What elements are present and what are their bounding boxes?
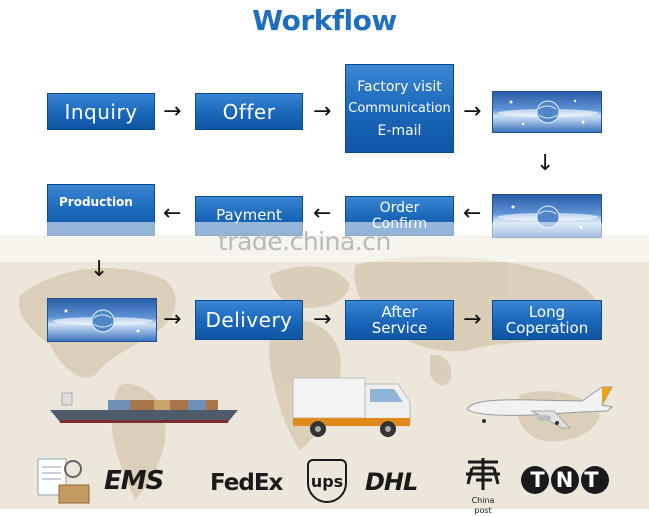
step-order-line-1: Order (379, 200, 420, 216)
step-factory-line-3: E-mail (377, 122, 422, 139)
ems-logo: EMS (104, 466, 164, 496)
documents-package-icon (37, 458, 90, 504)
airplane-icon (466, 386, 614, 429)
page-title: Workflow (252, 4, 397, 37)
dhl-logo: DHL (365, 468, 418, 496)
cargo-ship-icon (50, 392, 238, 423)
step-offer-label: Offer (222, 99, 276, 124)
step-delivery-label: Delivery (205, 308, 293, 332)
step-after-service-line-1: After (381, 303, 418, 321)
arrow-down-icon: ↓ (536, 151, 555, 176)
arrow-down-icon: ↓ (90, 257, 109, 282)
tnt-logo-text: TNT (530, 468, 610, 492)
step-after-service: After Service (345, 300, 454, 340)
tnt-logo: TNT (520, 463, 610, 501)
ems-logo-text: EMS (104, 466, 164, 496)
arrow-right-icon: → (163, 307, 182, 332)
delivery-truck-icon (292, 377, 411, 437)
arrow-right-icon: → (313, 307, 332, 332)
arrow-left-icon: ← (313, 201, 332, 226)
step-factory-line-1: Factory visit (357, 78, 442, 95)
step-long-coop-line-2: Coperation (505, 319, 589, 337)
arrow-right-icon: → (463, 307, 482, 332)
step-long-coop-line-1: Long (528, 303, 566, 321)
step-long-cooperation: Long Coperation (492, 300, 602, 340)
step-production-label: Production (59, 195, 133, 209)
step-inquiry-label: Inquiry (64, 99, 138, 124)
ups-logo-text: ups (310, 471, 344, 491)
china-post-logo-text: China post (471, 496, 495, 515)
step-factory-visit: Factory visit Communication E-mail (345, 64, 454, 153)
arrow-right-icon: → (313, 99, 332, 124)
arrow-left-icon: ← (463, 201, 482, 226)
fedex-logo: FedEx (210, 470, 283, 496)
step-offer: Offer (195, 93, 303, 130)
arrow-right-icon: → (463, 99, 482, 124)
step-after-service-line-2: Service (371, 319, 428, 337)
china-post-emblem-icon (466, 458, 500, 490)
arrow-right-icon: → (163, 99, 182, 124)
watermark-text: trade.china.cn (218, 227, 391, 256)
dhl-logo-text: DHL (365, 468, 418, 496)
ups-logo: ups (307, 459, 347, 503)
watermark: trade.china.cn (0, 222, 649, 262)
china-post-logo: China post (462, 456, 504, 515)
step-inquiry: Inquiry (47, 93, 155, 130)
fedex-logo-text: FedEx (210, 470, 283, 496)
step-payment-label: Payment (216, 206, 282, 224)
globe-network-image (492, 91, 602, 133)
globe-network-image (47, 298, 157, 342)
arrow-left-icon: ← (163, 201, 182, 226)
step-factory-line-2: Communication (348, 100, 451, 116)
step-delivery: Delivery (195, 300, 303, 340)
